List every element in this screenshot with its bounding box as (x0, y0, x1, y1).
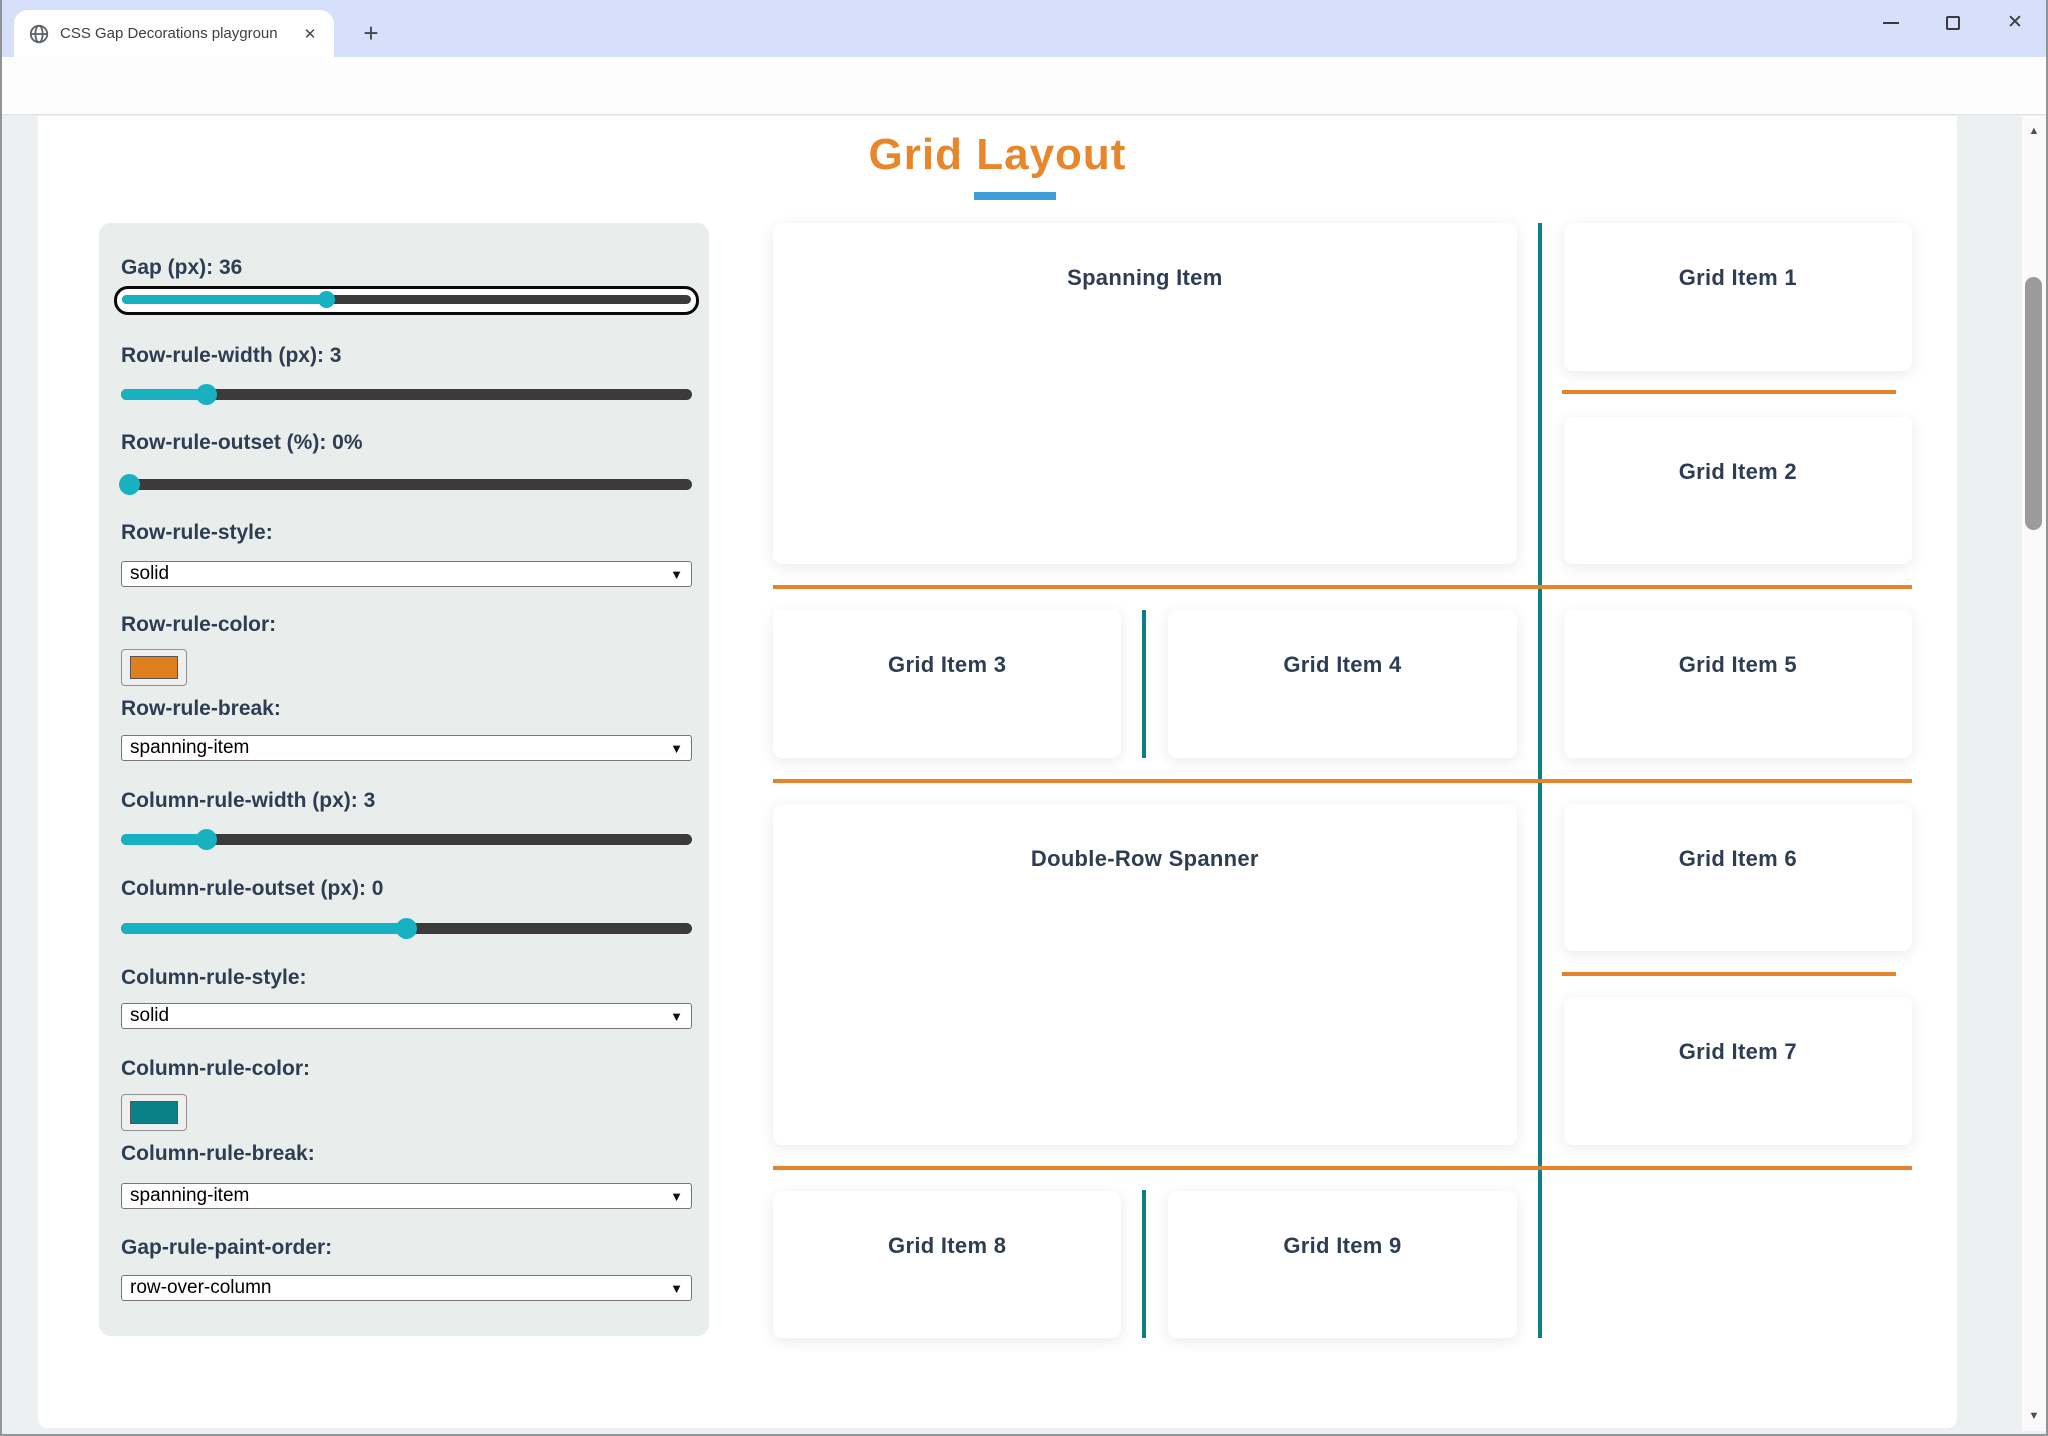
gap-rule-paint-order-label: Gap-rule-paint-order: (121, 1236, 333, 1259)
grid-card-item-2: Grid Item 2 (1563, 416, 1912, 564)
grid-card-spanning-item: Spanning Item (773, 223, 1517, 564)
minimize-button[interactable] (1860, 0, 1922, 45)
row-rule-line (773, 585, 1912, 589)
browser-toolbar: microsoftedge.github.io/Demos/css-gap-de… (2, 57, 2046, 165)
column-rule-line (1142, 610, 1146, 758)
slider-thumb[interactable] (195, 829, 217, 850)
row-rule-break-select[interactable]: spanning-item ▼ (121, 735, 692, 761)
grid-card-item-8: Grid Item 8 (773, 1190, 1122, 1338)
row-rule-line (773, 1166, 1912, 1170)
column-rule-width-label: Column-rule-width (px): 3 (121, 789, 376, 812)
scroll-up-icon[interactable]: ▲ (2028, 125, 2040, 137)
maximize-button[interactable] (1922, 0, 1984, 45)
column-rule-color-chip (130, 1101, 178, 1124)
chevron-down-icon: ▼ (670, 1188, 683, 1204)
column-rule-outset-slider[interactable] (121, 918, 692, 939)
tab-close-icon[interactable]: ✕ (303, 25, 317, 43)
page-main: Grid Layout Gap (px): 36 Row-rule-width … (38, 116, 1957, 1428)
column-rule-outset-label: Column-rule-outset (px): 0 (121, 877, 384, 900)
tab-bar: CSS Gap Decorations playgroun ✕ + ✕ (2, 0, 2046, 57)
chevron-down-icon: ▼ (670, 740, 683, 756)
selected-value: spanning-item (130, 737, 250, 758)
column-rule-break-select[interactable]: spanning-item ▼ (121, 1183, 692, 1209)
row-rule-break-label: Row-rule-break: (121, 697, 281, 720)
grid-card-item-7: Grid Item 7 (1563, 997, 1912, 1145)
close-window-button[interactable]: ✕ (2007, 12, 2023, 33)
column-rule-break-label: Column-rule-break: (121, 1142, 315, 1165)
row-rule-color-chip (130, 656, 178, 679)
column-rule-style-label: Column-rule-style: (121, 966, 307, 989)
grid-playground: Spanning Item Grid Item 1 Grid Item 2 Gr… (773, 223, 1912, 1338)
grid-card-double-row-spanner: Double-Row Spanner (773, 803, 1517, 1145)
grid-card-item-3: Grid Item 3 (773, 610, 1122, 758)
scroll-down-icon[interactable]: ▼ (2028, 1410, 2040, 1422)
selected-value: spanning-item (130, 1185, 250, 1206)
row-rule-color-picker[interactable] (121, 649, 187, 686)
slider-thumb[interactable] (317, 291, 335, 308)
grid-card-item-6: Grid Item 6 (1563, 803, 1912, 951)
slider-thumb[interactable] (195, 384, 217, 405)
title-underline (973, 192, 1056, 200)
page-viewport: Grid Layout Gap (px): 36 Row-rule-width … (2, 116, 2046, 1431)
row-rule-style-label: Row-rule-style: (121, 521, 273, 544)
column-rule-line (1142, 1190, 1146, 1338)
row-rule-width-label: Row-rule-width (px): 3 (121, 344, 342, 367)
chevron-down-icon: ▼ (670, 1280, 683, 1296)
column-rule-width-slider[interactable] (121, 829, 692, 850)
row-rule-outset-label: Row-rule-outset (%): 0% (121, 431, 363, 454)
gap-slider[interactable] (114, 286, 699, 315)
window-controls: ✕ (1860, 0, 2046, 45)
gap-rule-paint-order-select[interactable]: row-over-column ▼ (121, 1275, 692, 1301)
chevron-down-icon: ▼ (670, 1008, 683, 1024)
row-rule-outset-slider[interactable] (118, 474, 692, 495)
selected-value: solid (130, 1005, 170, 1026)
gap-label: Gap (px): 36 (121, 256, 243, 279)
selected-value: row-over-column (130, 1277, 272, 1298)
globe-favicon-icon (29, 24, 49, 43)
row-rule-line (1562, 972, 1896, 976)
scrollbar-thumb[interactable] (2025, 277, 2042, 530)
controls-panel: Gap (px): 36 Row-rule-width (px): 3 Row-… (99, 223, 709, 1336)
column-rule-color-label: Column-rule-color: (121, 1057, 310, 1080)
slider-fill (122, 295, 327, 304)
page-scrollbar[interactable]: ▲ ▼ (2022, 116, 2046, 1431)
page-title: Grid Layout (868, 130, 1127, 179)
column-rule-color-picker[interactable] (121, 1094, 187, 1131)
new-tab-button[interactable]: + (363, 17, 379, 48)
grid-card-item-5: Grid Item 5 (1563, 610, 1912, 758)
selected-value: solid (130, 563, 170, 584)
grid-card-item-9: Grid Item 9 (1168, 1190, 1517, 1338)
grid-card-item-1: Grid Item 1 (1563, 223, 1912, 371)
chevron-down-icon: ▼ (670, 566, 683, 582)
column-rule-style-select[interactable]: solid ▼ (121, 1003, 692, 1029)
slider-track[interactable] (122, 295, 691, 304)
row-rule-color-label: Row-rule-color: (121, 613, 277, 636)
row-rule-line (1562, 390, 1896, 394)
grid-card-item-4: Grid Item 4 (1168, 610, 1517, 758)
slider-thumb[interactable] (395, 918, 417, 939)
row-rule-line (773, 779, 1912, 783)
slider-thumb[interactable] (118, 474, 140, 495)
tab-title: CSS Gap Decorations playgroun (60, 25, 278, 42)
active-tab[interactable]: CSS Gap Decorations playgroun ✕ (14, 10, 334, 57)
row-rule-style-select[interactable]: solid ▼ (121, 561, 692, 587)
row-rule-width-slider[interactable] (121, 384, 692, 405)
